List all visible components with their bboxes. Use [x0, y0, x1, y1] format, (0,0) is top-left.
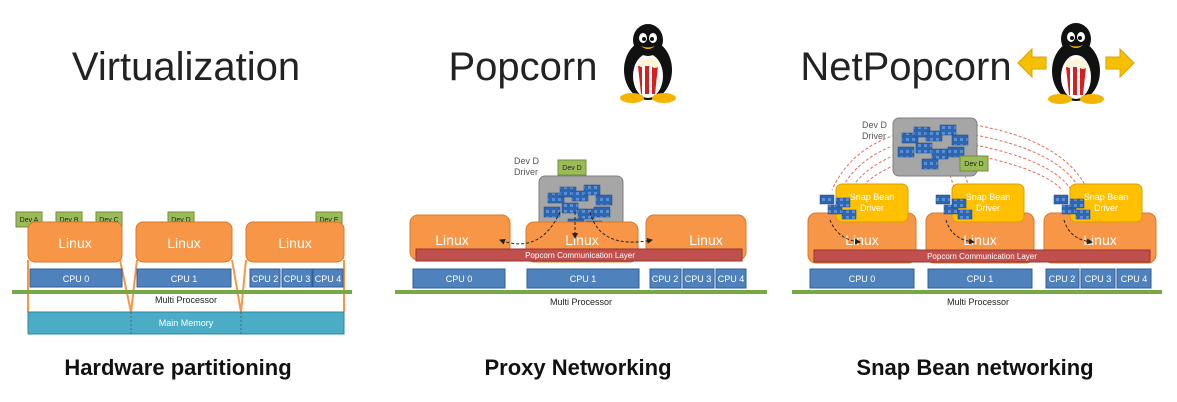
- virt-cpu-0-label: CPU 0: [63, 274, 90, 284]
- pop-cpu-1-box: [526, 268, 640, 289]
- title-netpopcorn: NetPopcorn: [800, 45, 1011, 89]
- net-snap-2-line-2: Driver: [1094, 203, 1118, 213]
- net-cpu-2-box: [1045, 268, 1080, 289]
- net-bus-label: Multi Processor: [947, 297, 1009, 307]
- virt-linux-0-label: Linux: [58, 235, 91, 251]
- title-virtualization: Virtualization: [72, 45, 300, 89]
- net-linux-2-label: Linux: [1083, 232, 1116, 248]
- net-cpu-3-label: CPU 3: [1085, 274, 1112, 284]
- virt-cpu-1-label: CPU 1: [171, 274, 198, 284]
- net-comm-layer-label: Popcorn Communication Layer: [927, 252, 1037, 261]
- net-snap-1-line-1: Snap Bean: [966, 192, 1011, 202]
- title-popcorn: Popcorn: [449, 45, 598, 89]
- pop-cpu-4-label: CPU 4: [718, 274, 745, 284]
- virt-cpu-3-label: CPU 3: [284, 274, 311, 284]
- net-dev-label: Dev D: [964, 161, 983, 168]
- pop-dev-label: Dev D: [562, 165, 581, 172]
- panel-virtualization: Virtualization Dev A Dev B Dev C Dev D D…: [12, 45, 352, 380]
- virt-linux-1-label: Linux: [167, 235, 200, 251]
- pop-cpu-3-box: [682, 268, 715, 289]
- tux-network-icon: [1017, 23, 1135, 104]
- virt-cpu-0-box: [29, 268, 123, 288]
- virt-cpu-3-box: [281, 268, 313, 288]
- virt-cpu-1-box: [136, 268, 232, 288]
- virt-memory-label: Main Memory: [159, 318, 214, 328]
- net-snap-arrows: [829, 219, 1093, 245]
- virt-bus-label: Multi Processor: [155, 295, 217, 305]
- virt-linux-2-box: [245, 221, 345, 263]
- net-linux-0-label: Linux: [845, 232, 878, 248]
- virt-memory-box: [27, 311, 345, 335]
- pop-bus-label: Multi Processor: [550, 297, 612, 307]
- pop-cpu-2-label: CPU 2: [652, 274, 679, 284]
- pop-cpu-0-box: [412, 268, 506, 289]
- net-cpu-0-label: CPU 0: [849, 274, 876, 284]
- net-packet-cluster: [897, 124, 969, 170]
- net-driver-line-1: Dev D: [862, 120, 888, 130]
- dev-d-label: Dev D: [171, 217, 190, 224]
- caption-proxy-networking: Proxy Networking: [484, 355, 671, 380]
- virt-cpu-2-label: CPU 2: [252, 274, 279, 284]
- pop-driver-line-2: Driver: [514, 167, 538, 177]
- net-cpu-4-box: [1116, 268, 1152, 289]
- pop-cpu-0-label: CPU 0: [446, 274, 473, 284]
- virt-cpu-4-label: CPU 4: [315, 274, 342, 284]
- net-cpu-2-label: CPU 2: [1049, 274, 1076, 284]
- net-cpu-1-box: [927, 268, 1033, 289]
- virt-cpu-4-box: [312, 268, 344, 288]
- net-snap-0-line-2: Driver: [860, 203, 884, 213]
- net-comm-layer: [813, 249, 1151, 263]
- pop-cpu-1-label: CPU 1: [570, 274, 597, 284]
- net-cpu-4-label: CPU 4: [1121, 274, 1148, 284]
- net-snap-2-line-1: Snap Bean: [1084, 192, 1129, 202]
- pop-linux-2-label: Linux: [689, 232, 722, 248]
- pop-bus: [395, 290, 767, 294]
- virt-linux-2-label: Linux: [278, 235, 311, 251]
- net-snap-0-line-1: Snap Bean: [850, 192, 895, 202]
- pop-proxy-arrows: [499, 211, 653, 245]
- net-snap-packets: [819, 194, 1091, 220]
- net-cpu-1-label: CPU 1: [967, 274, 994, 284]
- virt-linux-0-box: [27, 221, 123, 263]
- dev-b-label: Dev B: [59, 217, 78, 224]
- caption-hardware-partitioning: Hardware partitioning: [64, 355, 291, 380]
- pop-linux-0-label: Linux: [435, 232, 468, 248]
- net-bus: [792, 290, 1162, 294]
- pop-driver-line-1: Dev D: [514, 156, 540, 166]
- pop-comm-layer-label: Popcorn Communication Layer: [525, 251, 635, 260]
- virt-bus: [12, 290, 352, 294]
- net-linux-1-label: Linux: [963, 232, 996, 248]
- pop-comm-layer: [415, 248, 743, 262]
- pop-linux-1-label: Linux: [565, 232, 598, 248]
- virt-cpu-2-box: [249, 268, 281, 288]
- panel-netpopcorn: NetPopcorn: [792, 23, 1162, 380]
- net-snap-1-line-2: Driver: [976, 203, 1000, 213]
- pop-cpu-4-box: [715, 268, 747, 289]
- tux-popcorn-icon: [620, 24, 676, 103]
- pop-dev-box: [557, 159, 587, 176]
- net-cpu-0-box: [809, 268, 915, 289]
- pop-cpu-2-box: [649, 268, 682, 289]
- caption-snap-bean-networking: Snap Bean networking: [856, 355, 1093, 380]
- net-cpu-3-box: [1080, 268, 1116, 289]
- net-dev-box: [959, 155, 989, 172]
- net-driver-line-2: Driver: [862, 131, 886, 141]
- dev-c-label: Dev C: [99, 217, 118, 224]
- dev-a-label: Dev A: [20, 217, 39, 224]
- virt-linux-1-box: [135, 221, 233, 263]
- dev-e-label: Dev E: [319, 217, 338, 224]
- pop-cpu-3-label: CPU 3: [685, 274, 712, 284]
